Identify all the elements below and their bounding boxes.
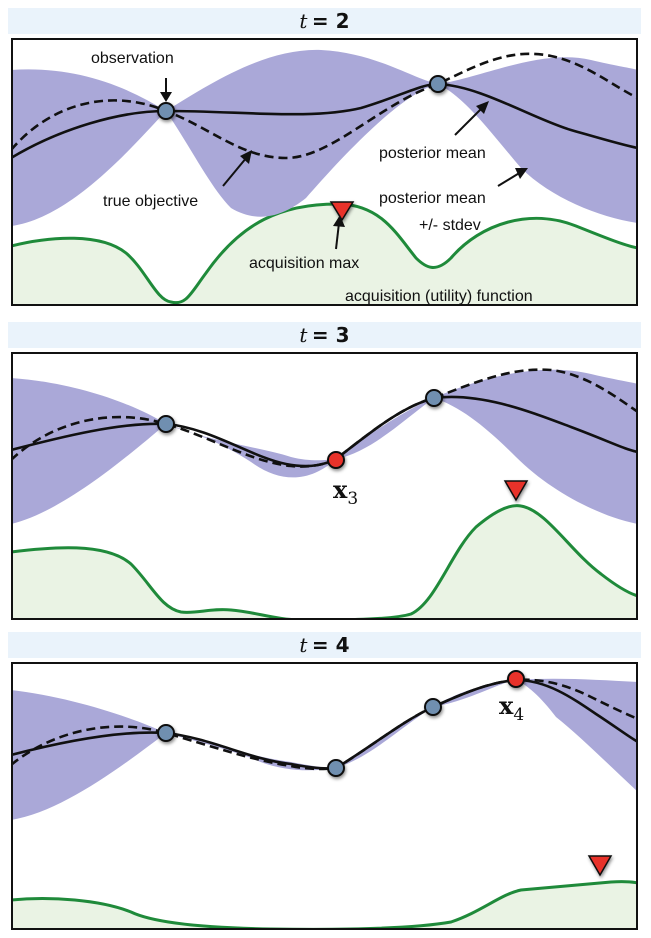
panel-title-value: = 3	[311, 323, 350, 347]
posterior-stdev-band	[11, 678, 638, 820]
label-posterior-band-2: +/- stdev	[419, 217, 481, 234]
panel-plot-t2: observation true objective acquisition m…	[11, 38, 638, 306]
acquisition-max-marker	[587, 855, 613, 877]
panel-title-value: = 2	[311, 9, 350, 33]
acquisition-max-marker	[503, 480, 529, 502]
observation-point	[157, 102, 175, 120]
panel-title-var: t	[299, 633, 308, 657]
new-observation-point	[507, 670, 525, 688]
observation-point	[157, 724, 175, 742]
observation-point	[424, 698, 442, 716]
observation-point	[429, 75, 447, 93]
panel-title-t3: t = 3	[8, 322, 641, 348]
label-observation: observation	[91, 50, 174, 67]
label-posterior-band-1: posterior mean	[379, 190, 486, 207]
acquisition-area	[11, 881, 638, 930]
panel-title-var: t	[299, 9, 308, 33]
panel-frame	[11, 662, 638, 930]
observation-point	[425, 389, 443, 407]
new-point-label: x3	[333, 475, 358, 509]
true-objective-line	[11, 52, 638, 160]
panel-title-t2: t = 2	[8, 8, 641, 34]
new-point-label: x4	[499, 691, 524, 725]
acquisition-max-marker	[329, 201, 355, 222]
panel-plot-t3: x3	[11, 352, 638, 620]
panel-title-value: = 4	[311, 633, 350, 657]
panel-frame	[11, 38, 638, 306]
panel-plot-t4: x4	[11, 662, 638, 930]
posterior-stdev-band	[11, 369, 638, 524]
annotation-arrows	[160, 78, 528, 250]
label-acquisition-max: acquisition max	[249, 255, 359, 272]
panel-title-t4: t = 4	[8, 632, 641, 658]
label-acquisition-function: acquisition (utility) function	[345, 288, 533, 305]
acquisition-curve	[11, 880, 638, 930]
observation-point	[327, 759, 345, 777]
panel-title-var: t	[299, 323, 308, 347]
label-true-objective: true objective	[103, 193, 198, 210]
label-posterior-mean: posterior mean	[379, 145, 486, 162]
posterior-mean-line	[11, 82, 638, 160]
panel-frame	[11, 352, 638, 620]
new-observation-point	[327, 451, 345, 469]
acquisition-area	[11, 203, 638, 306]
acquisition-area	[11, 505, 638, 620]
observation-point	[157, 415, 175, 433]
